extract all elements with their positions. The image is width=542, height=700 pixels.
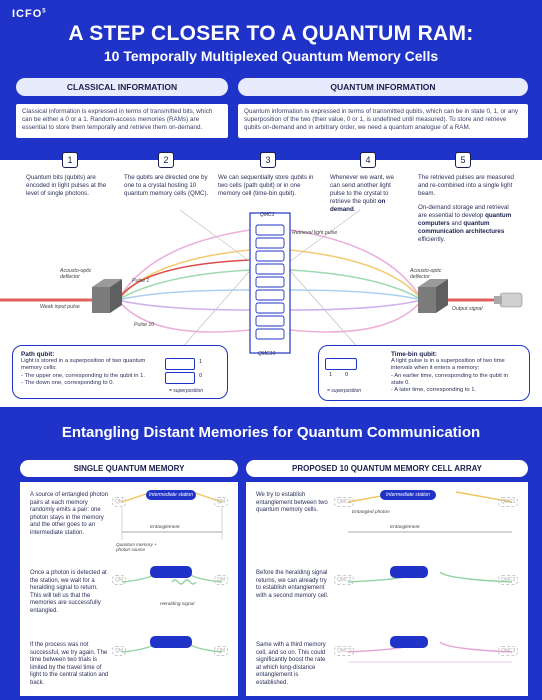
right-text-1: We try to establish entanglement between… — [256, 492, 328, 514]
qm-tag-right-2: QM — [214, 575, 229, 585]
left-fan — [117, 229, 251, 333]
timebin-qubit-heading: Time-bin qubit: — [391, 351, 438, 358]
right-text-3: Same with a third memory cell, and so on… — [256, 642, 326, 686]
right-entanglement-diagrams — [347, 491, 513, 663]
section2-title: Entangling Distant Memories for Quantum … — [61, 424, 481, 441]
pulse10-label: Pulse 10 — [134, 322, 155, 328]
step-3-text: We can sequentially store qubits in two … — [218, 174, 314, 197]
entanglement-label-1: Entanglement — [150, 525, 180, 530]
qmc-tag-1-right: QMC1 — [498, 497, 519, 507]
single-memory-heading: SINGLE QUANTUM MEMORY — [20, 460, 238, 477]
qm-tag-left-2: QM — [112, 575, 127, 585]
pulse1-label: Pulse 1 — [132, 278, 150, 284]
step-4-number: 4 — [360, 152, 376, 168]
station-2 — [150, 566, 192, 578]
step-1-number: 1 — [62, 152, 78, 168]
path-qubit-callout: Path qubit: Light is stored in a superpo… — [12, 345, 228, 399]
qm-tag-right-1: QM — [214, 497, 229, 507]
qm-tag-right-3: QM — [214, 646, 229, 656]
array-heading: PROPOSED 10 QUANTUM MEMORY CELL ARRAY — [246, 460, 528, 477]
left-text-2: Once a photon is detected at the station… — [30, 570, 107, 614]
station-3 — [150, 636, 192, 648]
memory-diagram — [0, 209, 523, 354]
quantum-text: Quantum information is expressed in term… — [238, 104, 528, 138]
step-2-number: 2 — [158, 152, 174, 168]
step-3-number: 3 — [260, 152, 276, 168]
left-text-1: A source of entangled photon pairs at ea… — [30, 492, 109, 536]
left-aod-cube — [92, 279, 122, 313]
step-4-text: Whenever we want, we can send another li… — [330, 174, 394, 213]
station-r1: Intermediate station — [380, 490, 436, 500]
step-5-number: 5 — [455, 152, 471, 168]
station-1: Intermediate station — [146, 490, 196, 500]
classical-heading: CLASSICAL INFORMATION — [16, 78, 228, 96]
page-title: A STEP CLOSER TO A QUANTUM RAM: — [68, 22, 474, 45]
qmc-tag-2-right: QMC2 — [498, 575, 519, 585]
qm-label: Quantum memory + photon source — [116, 542, 157, 552]
qmc1-label: QMC1 — [260, 212, 275, 218]
right-text-2: Before the heralding signal returns, we … — [256, 570, 329, 599]
right-aod-label: Acousto-optic deflector — [410, 268, 442, 280]
timebin-qubit-callout: 1 0 = superposition Time-bin qubit: A li… — [318, 345, 530, 401]
retrieval-lines — [179, 209, 361, 351]
icfo-logo: ICFO5 — [12, 8, 47, 20]
right-aod-cube — [418, 279, 448, 313]
left-text-3: If the process was not successful, we tr… — [30, 642, 109, 686]
entanglement-label-r: Entanglement — [390, 525, 420, 530]
weak-input-label: Weak input pulse — [40, 304, 80, 310]
qmc10-label: QMC10 — [258, 351, 276, 357]
station-r2 — [390, 566, 428, 578]
right-panel — [246, 482, 528, 696]
left-panel — [20, 482, 238, 696]
heralding-label: Heralding signal — [160, 602, 195, 607]
quantum-heading: QUANTUM INFORMATION — [238, 78, 528, 96]
qmc-tag-3-left: QMC3 — [334, 646, 355, 656]
station-r3 — [390, 636, 428, 648]
classical-text: Classical information is expressed in te… — [16, 104, 228, 138]
path-cell-1 — [165, 358, 195, 370]
qmc-tag-1-left: QMC1 — [334, 497, 355, 507]
step-1-text: Quantum bits (qubits) are encoded in lig… — [26, 174, 107, 197]
page-subtitle: 10 Temporally Multiplexed Quantum Memory… — [103, 48, 439, 64]
retrieval-label: Retrieval light pulse — [292, 230, 338, 236]
qm-tag-left-1: QM — [112, 497, 127, 507]
qmc-tag-3-right: QMC3 — [498, 646, 519, 656]
memory-cells — [255, 224, 285, 340]
output-detector — [494, 292, 523, 308]
qm-tag-left-3: QM — [112, 646, 127, 656]
left-aod-label: Acousto-optic deflector — [60, 268, 92, 280]
right-fan — [289, 229, 423, 333]
step-2-text: The qubits are directed one by one to a … — [124, 174, 209, 197]
timebin-cell — [325, 358, 357, 370]
left-entanglement-diagrams — [121, 491, 223, 653]
entangled-photon-label: Entangled photon — [352, 510, 390, 515]
path-qubit-heading: Path qubit: — [21, 351, 55, 358]
output-label: Output signal — [452, 306, 483, 312]
qmc-tag-2-left: QMC2 — [334, 575, 355, 585]
step-5-text: The retrieved pulses are measured and re… — [418, 174, 514, 243]
path-cell-0 — [165, 372, 195, 384]
